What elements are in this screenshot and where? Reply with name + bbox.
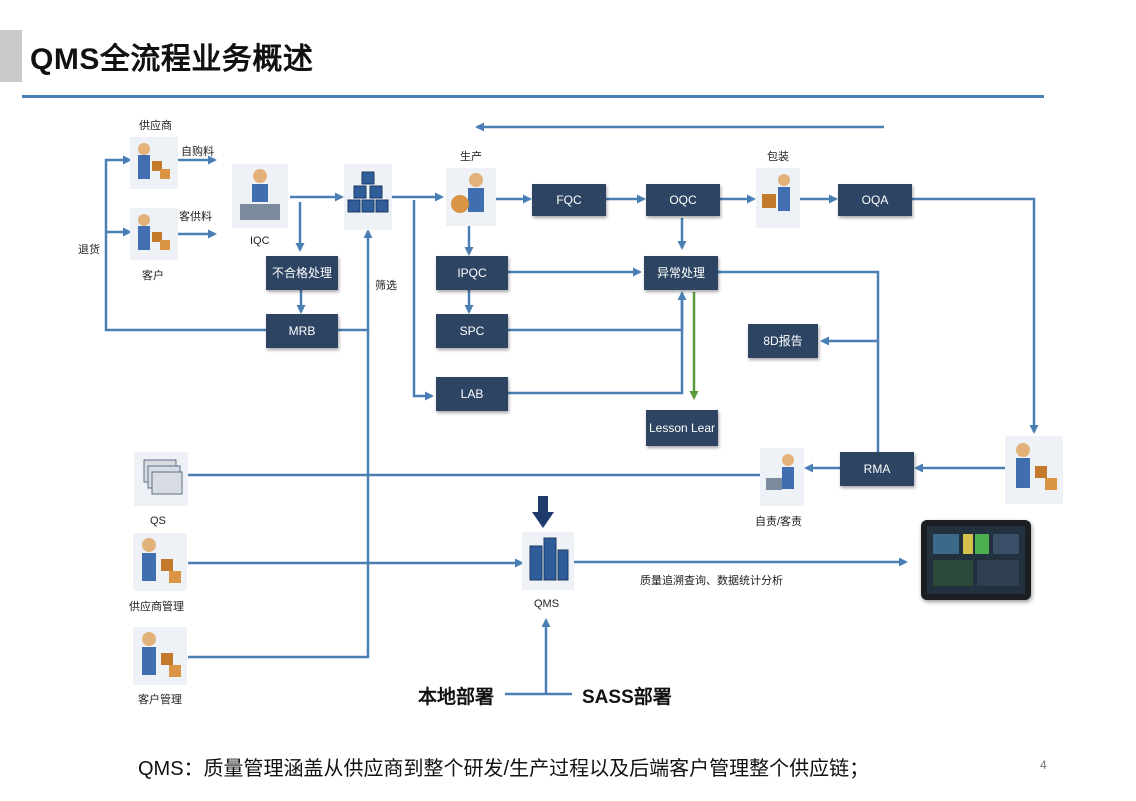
ipqc-box[interactable]: IPQC [436, 256, 508, 290]
return-label: 退货 [78, 244, 100, 256]
production-label: 生产 [460, 151, 482, 163]
customer-person-icon [130, 208, 178, 260]
oqc-box[interactable]: OQC [646, 184, 720, 216]
title-divider [22, 95, 1044, 98]
qms-label: QMS [534, 598, 560, 610]
customer-mgmt-label: 客户管理 [138, 694, 182, 706]
lesson-learned-box[interactable]: Lesson Lear [646, 410, 718, 446]
analysis-label: 质量追溯查询、数据统计分析 [640, 575, 783, 587]
mrb-box[interactable]: MRB [266, 314, 338, 348]
rma-box[interactable]: RMA [840, 452, 914, 486]
qs-label: QS [150, 515, 166, 527]
iqc-label: IQC [250, 235, 270, 247]
page-number: 4 [1040, 758, 1047, 772]
title-accent-bar [0, 30, 22, 82]
customer-supply-label: 客供料 [179, 211, 212, 223]
oqa-box[interactable]: OQA [838, 184, 912, 216]
exception-box[interactable]: 异常处理 [644, 256, 718, 290]
packaging-worker-icon [756, 168, 800, 228]
supplier-mgmt-label: 供应商管理 [129, 601, 184, 613]
page-title: QMS全流程业务概述 [30, 43, 314, 76]
sass-deploy-label: SASS部署 [582, 687, 672, 708]
supplier-mgmt-icon [133, 533, 187, 591]
dashboard-tablet-icon [921, 520, 1031, 600]
qms-building-icon [522, 532, 574, 590]
fqc-box[interactable]: FQC [532, 184, 606, 216]
nonconforming-box[interactable]: 不合格处理 [266, 256, 338, 290]
report-8d-box[interactable]: 8D报告 [748, 324, 818, 358]
customer-label: 客户 [142, 270, 164, 282]
supplier-label: 供应商 [139, 120, 172, 132]
production-worker-icon [446, 168, 496, 226]
self-purchase-label: 自购料 [181, 146, 214, 158]
qs-document-icon [134, 452, 188, 506]
lab-box[interactable]: LAB [436, 377, 508, 411]
warehouse-cubes-icon [344, 164, 392, 230]
iqc-inspector-icon [232, 164, 288, 228]
packaging-label: 包装 [767, 151, 789, 163]
screen-label: 筛选 [375, 280, 397, 292]
spc-box[interactable]: SPC [436, 314, 508, 348]
responsibility-label: 自责/客责 [755, 516, 803, 528]
footer-summary: QMS：质量管理涵盖从供应商到整个研发/生产过程以及后端客户管理整个供应链； [138, 758, 870, 780]
rma-worker-icon [1005, 436, 1063, 504]
local-deploy-label: 本地部署 [418, 687, 495, 708]
responsibility-worker-icon [760, 448, 804, 506]
customer-mgmt-icon [133, 627, 187, 685]
supplier-person-icon [130, 137, 178, 189]
